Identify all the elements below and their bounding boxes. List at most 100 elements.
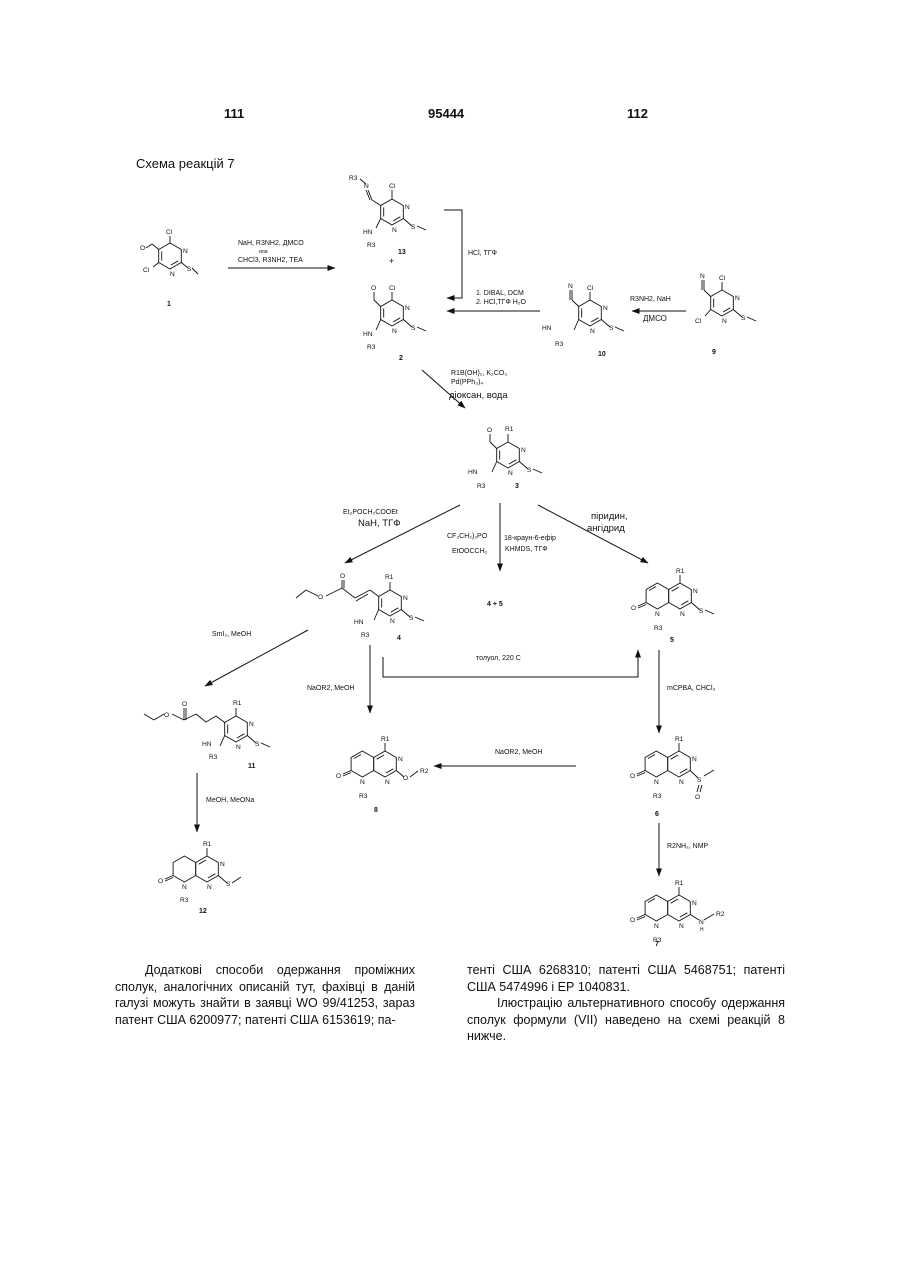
condition-label: CHCl3, R3NH2, TEA	[238, 257, 303, 264]
atom-label: N	[692, 756, 697, 763]
atom-label: N	[392, 328, 397, 335]
atom-label: Cl	[719, 275, 726, 282]
condition-label: R1B(OH)₂, K₂CO₃	[451, 370, 507, 377]
condition-label: діоксан, вода	[449, 390, 508, 401]
atom-label: R1	[505, 426, 514, 433]
compound-11: O O R1 N N S HN R3 11	[144, 700, 270, 770]
atom-label: N	[590, 328, 595, 335]
atom-label: N	[603, 305, 608, 312]
atom-label: N	[385, 779, 390, 786]
atom-label: O	[631, 605, 636, 612]
atom-label: N	[700, 273, 705, 280]
atom-label: O	[158, 878, 163, 885]
atom-label: O	[340, 573, 345, 580]
atom-label: N	[364, 183, 369, 190]
condition-label: NaH, ТГФ	[358, 518, 400, 529]
atom-label: S	[411, 224, 416, 231]
atom-label: Cl	[389, 285, 396, 292]
atom-label: N	[680, 611, 685, 618]
atom-label: O	[371, 285, 376, 292]
atom-label: O	[487, 427, 492, 434]
condition-label: EtOOCCH₂	[452, 548, 488, 555]
right-paragraph-1: тенті США 6268310; патенті США 5468751; …	[467, 962, 785, 995]
atom-label: Cl	[143, 267, 150, 274]
atom-label: S	[527, 467, 532, 474]
compound-3: O R1 N N S HN R3 3	[468, 426, 542, 490]
atom-label: Cl	[166, 229, 173, 236]
condition-label: 1. DIBAL, DCM	[476, 290, 524, 297]
condition-label: CF₃CH₂)₂PO	[447, 533, 488, 540]
compound-10: N Cl N N S HN R3 10	[542, 283, 624, 358]
atom-label: N	[405, 305, 410, 312]
compound-1: Cl O Cl N N S 1	[140, 229, 198, 308]
compound-number: 9	[712, 349, 716, 356]
atom-label: N	[236, 744, 241, 751]
atom-label: N	[360, 779, 365, 786]
atom-label: R1	[381, 736, 390, 743]
atom-label: S	[226, 881, 231, 888]
atom-label: N	[679, 779, 684, 786]
compound-13: R3 N Cl N N S HN R3 13 +	[349, 175, 426, 266]
condition-label: ангідрид	[587, 523, 625, 534]
atom-label: R1	[676, 568, 685, 575]
atom-label: S	[699, 608, 704, 615]
atom-label: S	[255, 741, 260, 748]
compound-2: O Cl N N S HN R3 2	[363, 285, 426, 362]
atom-label: N	[654, 779, 659, 786]
atom-label: N	[568, 283, 573, 290]
atom-label: N	[693, 588, 698, 595]
atom-label: N	[392, 227, 397, 234]
atom-label: Cl	[587, 285, 594, 292]
condition-label: NaOR2, MeOH	[495, 749, 542, 756]
compound-number: 11	[248, 763, 256, 770]
atom-label: N	[692, 900, 697, 907]
atom-label: R3	[555, 341, 564, 348]
compound-9: N Cl N N S Cl 9	[695, 273, 756, 356]
compound-12: R1 N N S O N R3 12	[158, 841, 241, 915]
atom-label: N	[207, 884, 212, 891]
condition-label: NaH, R3NH2, ДМСО	[238, 240, 304, 247]
atom-label: S	[697, 777, 702, 784]
atom-label: N	[722, 318, 727, 325]
compound-number: 7	[655, 941, 659, 948]
left-column: Додаткові способи одержання проміжних сп…	[115, 962, 415, 1028]
atom-label: O	[140, 245, 145, 252]
atom-label: N	[183, 248, 188, 255]
atom-label: N	[655, 611, 660, 618]
atom-label: R3	[349, 175, 358, 182]
atom-label: N	[735, 295, 740, 302]
atom-label: O	[336, 773, 341, 780]
atom-label: R1	[233, 700, 242, 707]
compound-number: 10	[598, 351, 606, 358]
left-paragraph: Додаткові способи одержання проміжних сп…	[115, 962, 415, 1028]
atom-label: O	[182, 701, 187, 708]
atom-label: Cl	[389, 183, 396, 190]
atom-label: S	[411, 325, 416, 332]
compound-number: 4	[397, 635, 401, 642]
condition-label: NaOR2, MeOH	[307, 685, 354, 692]
atom-label: R2	[716, 911, 725, 918]
compound-number: 12	[199, 908, 207, 915]
condition-label: mCPBA, CHCl₃	[667, 685, 716, 692]
right-paragraph-2: Ілюстрацію альтернативного способу одерж…	[467, 995, 785, 1045]
compound-6: R1 N N S O O N R3 6	[630, 736, 714, 818]
compound-number: 5	[670, 637, 674, 644]
compound-number: 4 + 5	[487, 601, 503, 608]
atom-label: R1	[385, 574, 394, 581]
condition-label: Pd(PPh₃)₄	[451, 379, 483, 386]
condition-label: HCl, ТГФ	[468, 250, 497, 257]
atom-label: N	[654, 923, 659, 930]
condition-label: KHMDS, ТГФ	[505, 546, 548, 553]
compound-number: 13	[398, 249, 406, 256]
atom-label: N	[220, 861, 225, 868]
atom-label: N	[405, 204, 410, 211]
compound-7: R1 N N N H R2 O N R3 7	[630, 880, 725, 948]
atom-label: N	[182, 884, 187, 891]
atom-label: O	[164, 712, 169, 719]
plus-sign: +	[389, 256, 394, 266]
atom-label: N	[679, 923, 684, 930]
compound-number: 3	[515, 483, 519, 490]
atom-label: R3	[361, 632, 370, 639]
condition-label: ДМСО	[643, 314, 667, 323]
atom-label: S	[609, 325, 614, 332]
